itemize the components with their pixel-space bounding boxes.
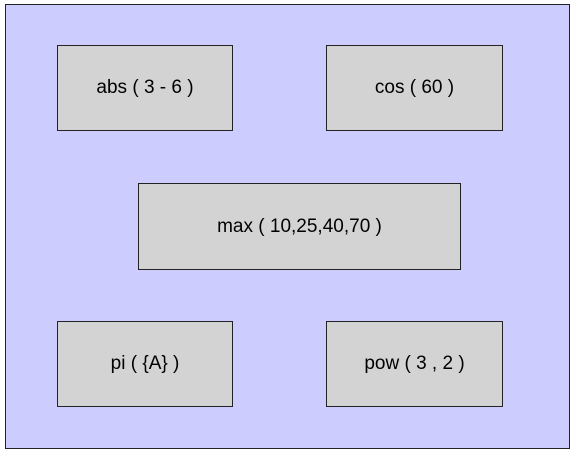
function-panel: abs ( 3 - 6 ) cos ( 60 ) max ( 10,25,40,… bbox=[5, 4, 570, 449]
max-function-label: max ( 10,25,40,70 ) bbox=[217, 215, 382, 237]
pi-function-box[interactable]: pi ( {A} ) bbox=[57, 321, 233, 407]
pow-function-box[interactable]: pow ( 3 , 2 ) bbox=[326, 321, 503, 407]
abs-function-box[interactable]: abs ( 3 - 6 ) bbox=[57, 45, 233, 131]
pi-function-label: pi ( {A} ) bbox=[110, 353, 180, 374]
cos-function-label: cos ( 60 ) bbox=[374, 77, 455, 98]
max-function-box[interactable]: max ( 10,25,40,70 ) bbox=[138, 183, 461, 270]
pow-function-label: pow ( 3 , 2 ) bbox=[364, 353, 465, 374]
cos-function-box[interactable]: cos ( 60 ) bbox=[326, 45, 503, 131]
abs-function-label: abs ( 3 - 6 ) bbox=[96, 77, 194, 98]
